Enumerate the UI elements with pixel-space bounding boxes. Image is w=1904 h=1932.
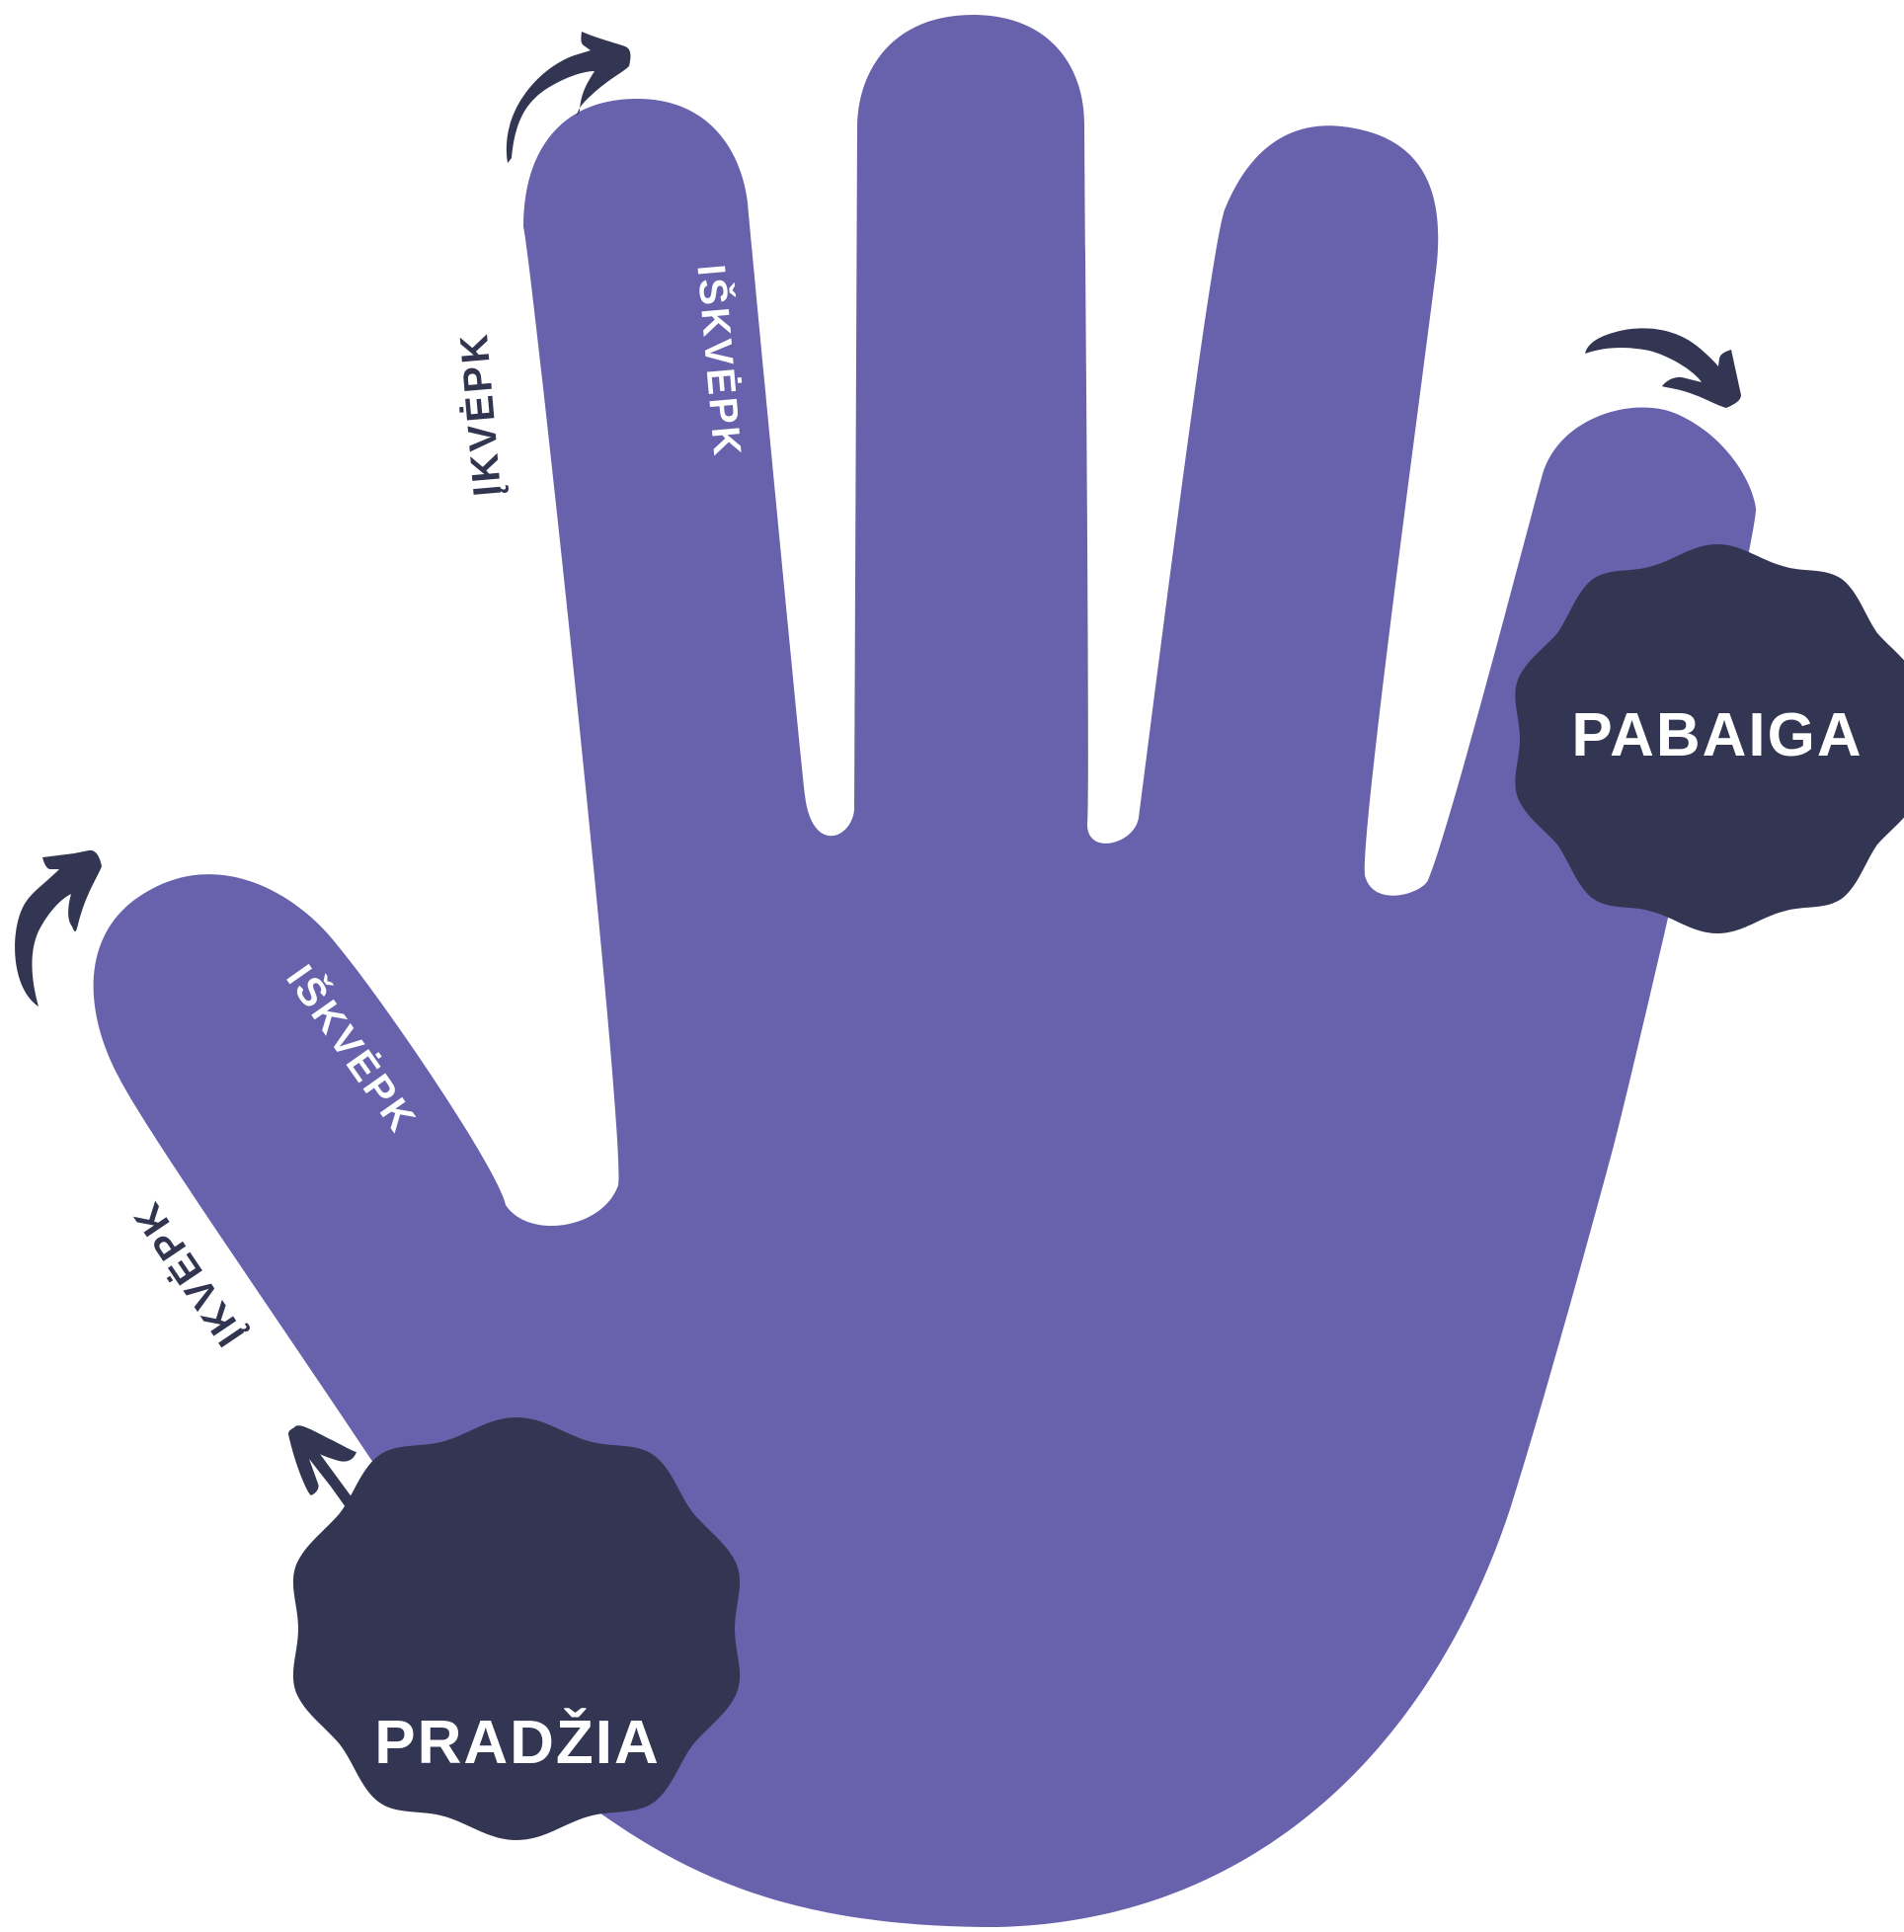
curved-arrow-icon [1585, 328, 1741, 408]
index-finger-outer-label: ĮKVĖPK [452, 330, 510, 498]
end-badge-label: PABAIGA [1571, 701, 1863, 769]
start-badge-label: PRADŽIA [374, 1709, 661, 1777]
curved-arrow-icon [15, 850, 102, 1006]
